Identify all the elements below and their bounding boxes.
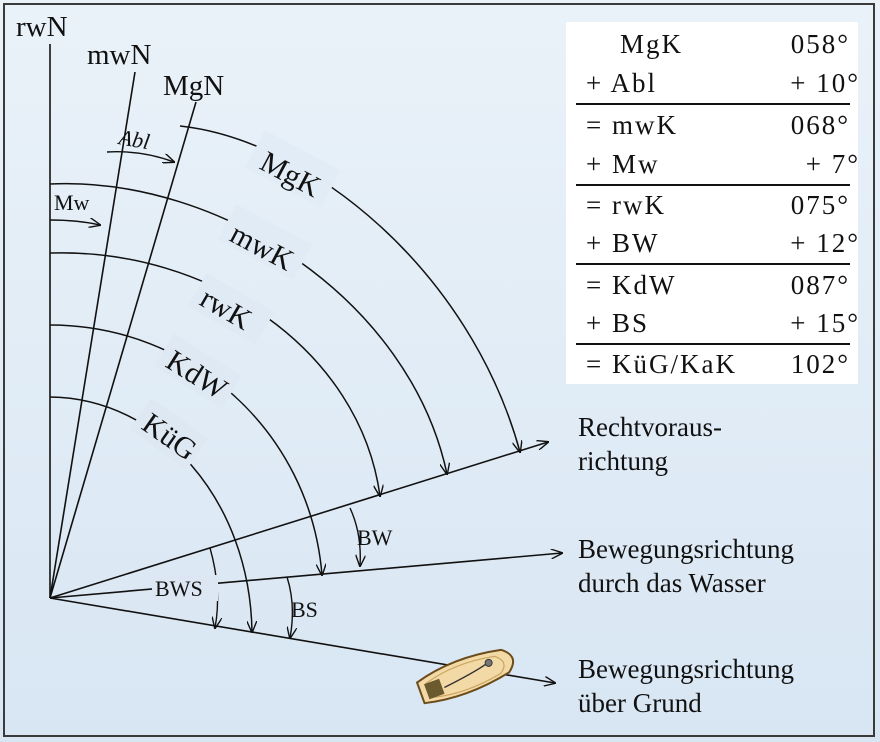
calc-row-abl: + Abl + 10° <box>576 63 858 105</box>
bs-arc <box>286 576 292 638</box>
mw-label: Mw <box>54 190 90 215</box>
calc-row-mgk: MgK 058° <box>620 29 850 59</box>
mgk-arc <box>179 125 520 452</box>
calc-row-rwk: = rwK 075° <box>586 190 850 220</box>
ground-direction-label: Bewegungsrichtung über Grund <box>578 654 794 718</box>
heading-line <box>49 442 548 599</box>
mgn-label: MgN <box>163 70 224 102</box>
calc-row-mw: + Mw + 7° <box>576 144 858 186</box>
bs-label: BS <box>291 597 318 622</box>
bws-label: BWS <box>155 576 203 601</box>
abl-label: Abl <box>115 124 151 154</box>
calc-row-kdw: = KdW 087° <box>586 270 850 300</box>
water-line <box>49 553 562 599</box>
bw-label: BW <box>357 525 393 550</box>
calc-row-bs: + BS + 15° <box>576 303 858 345</box>
calc-row-bw: + BW + 12° <box>576 223 858 265</box>
rwn-label: rwN <box>16 11 68 43</box>
mw-arc <box>49 220 100 225</box>
mgn-line <box>49 101 197 599</box>
boat-icon <box>415 648 515 705</box>
abl-arc <box>106 151 174 162</box>
calc-row-mwk: = mwK 068° <box>586 110 850 140</box>
kdw-arc <box>49 324 322 575</box>
mwn-label: mwN <box>87 39 152 71</box>
bw-arc <box>349 507 360 566</box>
kug-arc <box>49 396 252 632</box>
mwn-line <box>49 71 136 599</box>
water-direction-label: Bewegungsrichtung durch das Wasser <box>578 534 794 598</box>
course-calculation-table: MgK 058° + Abl + 10° = mwK 068° + Mw + 7… <box>566 22 858 384</box>
heading-direction-label: Rechtvoraus- richtung <box>578 412 722 476</box>
calc-row-kug: = KüG/KaK 102° <box>586 349 850 379</box>
